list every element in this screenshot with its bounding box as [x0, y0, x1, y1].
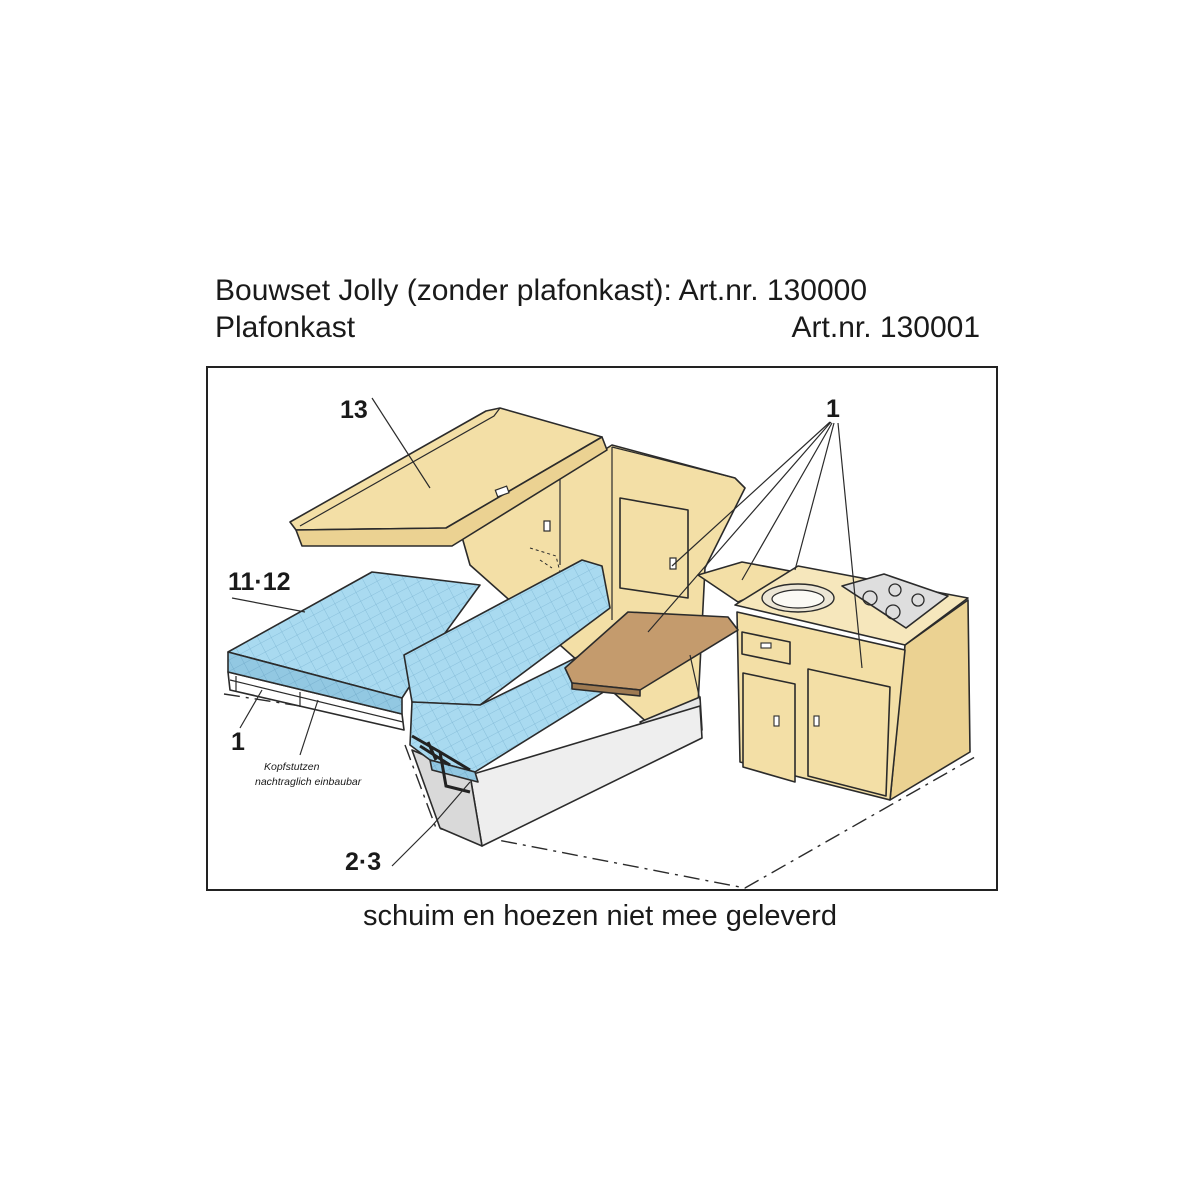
- sink-basin: [771, 589, 825, 609]
- label-1-bottom: 1: [231, 728, 245, 756]
- stove-burner: [888, 583, 902, 597]
- leader-line-2-3: [391, 781, 471, 867]
- diagram-frame: [206, 366, 998, 891]
- leader-line-13: [371, 397, 431, 489]
- ceiling-cabinet-latch: [494, 485, 510, 498]
- stove: [841, 573, 949, 629]
- seatbelt-outline: [529, 547, 561, 573]
- floor-outline: [404, 744, 976, 889]
- stove-burner: [885, 604, 901, 620]
- label-11-12: 11·12: [228, 568, 291, 596]
- label-13: 13: [340, 396, 368, 424]
- header-line-2: Plafonkast Art.nr. 130001: [215, 309, 980, 346]
- label-1-top: 1: [826, 395, 840, 423]
- wardrobe-handle: [669, 557, 677, 570]
- note-line-1: Kopfstutzen: [264, 761, 320, 773]
- label-2-3: 2·3: [345, 848, 381, 876]
- leader-line-1-bottom: [239, 689, 263, 729]
- note-line-2: nachtraglich einbaubar: [255, 776, 362, 788]
- door-handle-left: [773, 715, 780, 727]
- stove-burner: [911, 593, 925, 607]
- header: Bouwset Jolly (zonder plafonkast): Art.n…: [215, 272, 980, 346]
- ceiling-cabinet-front: [295, 436, 608, 547]
- wall-edge: [559, 446, 736, 620]
- caption: schuim en hoezen niet mee geleverd: [363, 900, 837, 932]
- kitchen-door-left: [742, 672, 796, 783]
- table-edge: [571, 682, 641, 697]
- bed-frame-rail: [229, 676, 404, 723]
- wardrobe-door: [619, 497, 689, 599]
- header-line-1: Bouwset Jolly (zonder plafonkast): Art.n…: [215, 274, 868, 307]
- ceiling-cabinet-lip: [299, 407, 501, 527]
- drawer-handle: [760, 642, 772, 649]
- kitchen-door-right: [807, 668, 891, 797]
- leader-line-note: [299, 699, 319, 756]
- mattress-front: [227, 651, 403, 715]
- door-handle-right: [813, 715, 820, 727]
- seat-mechanism: [411, 734, 471, 794]
- ceiling-cabinet-title: Plafonkast: [215, 311, 356, 344]
- leader-line-11-12: [231, 597, 306, 613]
- side-panel-latch: [543, 520, 551, 532]
- stove-burner: [862, 590, 878, 606]
- ceiling-cabinet-article-number: Art.nr. 130001: [791, 311, 980, 344]
- table-leg: [689, 654, 701, 701]
- leader-lines-1-top: [647, 421, 863, 669]
